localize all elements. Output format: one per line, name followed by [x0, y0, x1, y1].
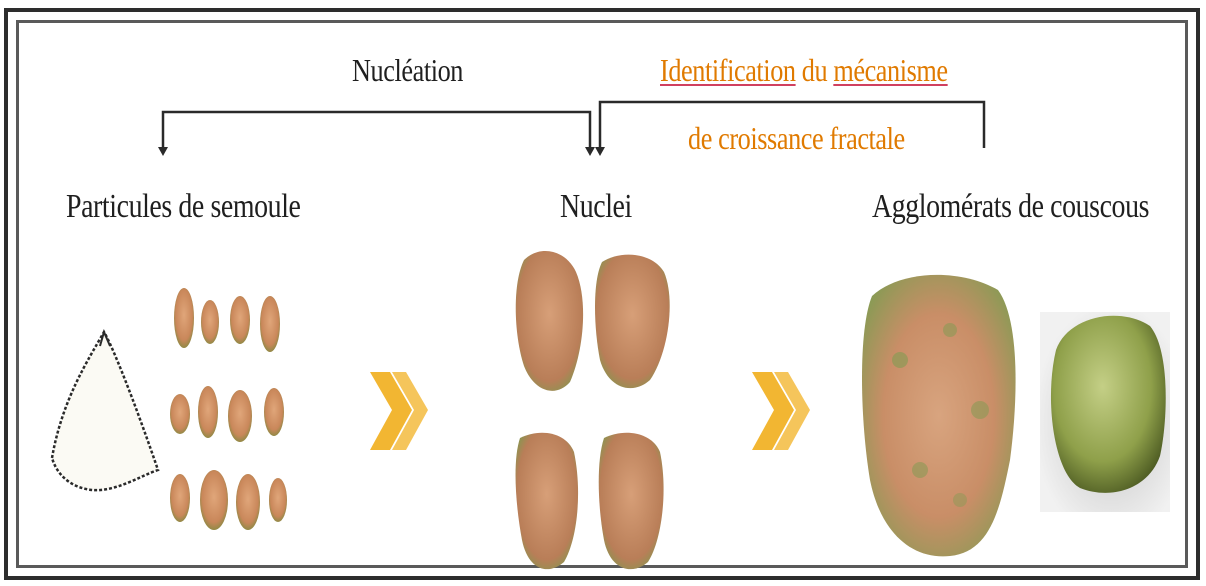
semolina-particles: [170, 288, 287, 530]
nuclei-particles: [516, 251, 670, 569]
mechanism-bracket: [595, 102, 984, 156]
couscous-agglomerate: [862, 275, 1016, 556]
chevron-arrow-icon: [752, 372, 810, 450]
semolina-pile-icon: [52, 332, 158, 490]
couscous-grain: [1040, 312, 1170, 512]
nucleation-bracket: [158, 112, 595, 156]
chevron-arrow-icon: [370, 372, 428, 450]
